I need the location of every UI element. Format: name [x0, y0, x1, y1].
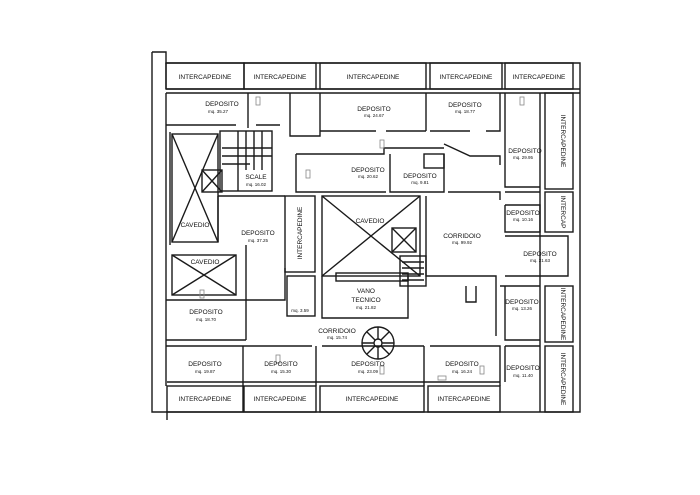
- room-deposito-4: DEPOSITO: [508, 148, 541, 155]
- room-deposito-10-area: mq. 18.70: [196, 317, 217, 322]
- room-deposito-2: DEPOSITO: [357, 106, 390, 113]
- room-deposito-9: DEPOSITO: [523, 251, 556, 258]
- room-deposito-11-area: mq. 13.26: [512, 306, 533, 311]
- room-deposito-8: DEPOSITO: [241, 230, 274, 237]
- room-intercapedine-bot-3: INTERCAPEDINE: [346, 396, 399, 403]
- walls: [151, 51, 581, 420]
- room-deposito-14-area: mq. 23.09: [358, 369, 379, 374]
- room-deposito-16-area: mq. 11.40: [513, 373, 533, 378]
- room-intercapedine-bot-1: INTERCAPEDINE: [179, 396, 232, 403]
- room-deposito-5-area: mq. 20.62: [358, 174, 379, 179]
- room-deposito-9-area: mq. 21.63: [530, 258, 551, 263]
- room-intercapedine-top-5: INTERCAPEDINE: [513, 74, 566, 81]
- column-marks: [199, 96, 525, 381]
- room-intercapedine-top-4: INTERCAPEDINE: [440, 74, 493, 81]
- room-deposito-12-area: mq. 19.87: [195, 369, 216, 374]
- room-vano-tecnico-line2: TECNICO: [351, 297, 380, 304]
- room-corridoio-2: CORRIDOIO: [318, 328, 356, 335]
- room-corridoio-1-area: mq. 99.92: [452, 240, 473, 245]
- room-deposito-7: DEPOSITO: [506, 210, 539, 217]
- room-deposito-7-area: mq. 10.16: [513, 217, 534, 222]
- room-deposito-14: DEPOSITO: [351, 361, 384, 368]
- room-deposito-10: DEPOSITO: [189, 309, 222, 316]
- room-intercapedine-right-1: INTERCAPEDINE: [559, 115, 566, 168]
- room-intercapedine-bot-2: INTERCAPEDINE: [254, 396, 307, 403]
- room-cavedio-3: CAVEDIO: [191, 259, 220, 266]
- room-deposito-3-area: mq. 18.77: [455, 109, 476, 114]
- room-intercapedine-right-3: INTERCAPEDINE: [559, 353, 566, 406]
- room-intercapedine-bot-4: INTERCAPEDINE: [438, 396, 491, 403]
- room-deposito-11: DEPOSITO: [505, 299, 538, 306]
- room-deposito-3: DEPOSITO: [448, 102, 481, 109]
- room-deposito-13-area: mq. 15.30: [271, 369, 292, 374]
- room-cavedio-2: CAVEDIO: [356, 218, 385, 225]
- room-deposito-1: DEPOSITO: [205, 101, 238, 108]
- room-deposito-16: DEPOSITO: [506, 365, 539, 372]
- room-vano-tecnico-line1: VANO: [357, 288, 375, 295]
- room-scale: SCALE: [245, 174, 267, 181]
- room-intercapedine-top-3: INTERCAPEDINE: [347, 74, 400, 81]
- room-deposito-6: DEPOSITO: [403, 173, 436, 180]
- room-deposito-15-area: mq. 16.24: [452, 369, 473, 374]
- room-intercapedine-top-2: INTERCAPEDINE: [254, 74, 307, 81]
- room-deposito-6-area: mq. 9.81: [411, 180, 429, 185]
- room-intercapedine-right-2: INTERCAPEDINE: [559, 288, 566, 341]
- room-deposito-2-area: mq. 24.67: [364, 113, 385, 118]
- room-deposito-13: DEPOSITO: [264, 361, 297, 368]
- room-scale-area: mq. 16.02: [246, 182, 267, 187]
- room-intercap-small: INTERCAP: [559, 196, 566, 229]
- room-deposito-8-area: mq. 37.25: [248, 238, 269, 243]
- room-corridoio-2-area: mq. 15.74: [327, 335, 348, 340]
- room-deposito-5: DEPOSITO: [351, 167, 384, 174]
- room-intercapedine-vert-mid: INTERCAPEDINE: [297, 206, 304, 259]
- room-cavedio-1: CAVEDIO: [181, 222, 210, 229]
- room-deposito-15: DEPOSITO: [445, 361, 478, 368]
- room-vano-tecnico-area: mq. 21.82: [356, 305, 377, 310]
- room-deposito-4-area: mq. 29.95: [513, 155, 534, 160]
- room-small-area: mq. 3.59: [291, 308, 309, 313]
- room-corridoio-1: CORRIDOIO: [443, 233, 481, 240]
- room-deposito-1-area: mq. 35.27: [208, 109, 229, 114]
- room-deposito-12: DEPOSITO: [188, 361, 221, 368]
- room-intercapedine-top-1: INTERCAPEDINE: [179, 74, 232, 81]
- room-labels: INTERCAPEDINE INTERCAPEDINE INTERCAPEDIN…: [179, 74, 566, 406]
